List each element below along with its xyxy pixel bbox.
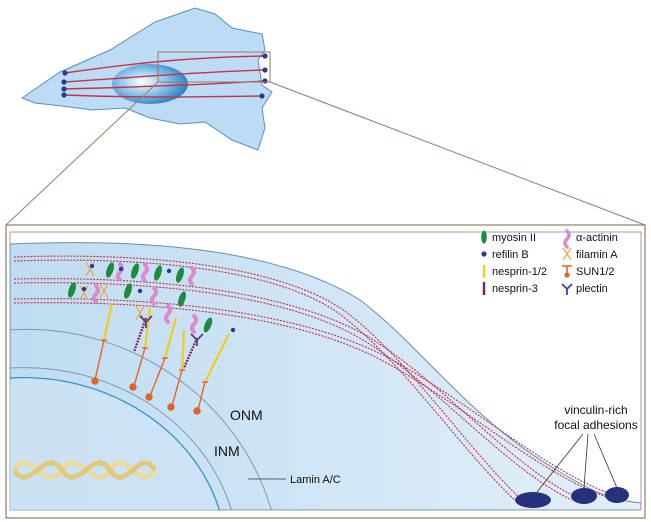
legend-nesprin-3: nesprin-3 [482, 282, 538, 295]
svg-text:filamin A: filamin A [576, 249, 618, 261]
fiber-ends [61, 53, 268, 99]
svg-text:α-actinin: α-actinin [576, 232, 618, 244]
inm-label: INM [214, 443, 240, 459]
focal-adhesion-label-1: vinculin-rich [564, 403, 627, 417]
legend: myosin II refilin B nesprin-1/2 nesprin-… [481, 229, 618, 295]
nuclear-envelope [10, 328, 272, 510]
legend-filamin-a: filamin A [562, 247, 618, 261]
legend-refilin-b: refilin B [481, 249, 529, 261]
actin-fiber-3 [13, 298, 618, 497]
focal-adhesion-pointers [536, 433, 618, 493]
nucleus [112, 64, 188, 104]
legend-plectin: plectin [561, 283, 608, 295]
legend-sun-1-2: SUN1/2 [562, 265, 615, 278]
cell-overview [20, 7, 273, 151]
refilin-b-group [81, 263, 236, 333]
svg-text:myosin II: myosin II [492, 232, 536, 244]
focal-adhesion-label-2: focal adhesions [554, 418, 637, 432]
actin-fibers [13, 255, 618, 504]
svg-text:nesprin-1/2: nesprin-1/2 [492, 266, 547, 278]
outer-nuclear-membrane [10, 328, 272, 510]
nesprin-1-2-group [102, 302, 230, 383]
myosin-ii-group [68, 262, 213, 333]
legend-nesprin-1-2: nesprin-1/2 [482, 265, 547, 278]
stress-fibers [63, 55, 266, 98]
svg-text:refilin B: refilin B [492, 249, 529, 261]
inner-nuclear-membrane [10, 367, 232, 510]
focal-adhesion-3 [605, 487, 629, 503]
dna-helix [11, 460, 158, 480]
sun-1-2-group [91, 339, 208, 415]
actin-fiber-1 [13, 255, 523, 501]
zoom-connector-left [5, 81, 159, 226]
svg-text:nesprin-3: nesprin-3 [492, 283, 538, 295]
lamina [10, 376, 220, 510]
zoom-box [157, 51, 271, 83]
zoom-connector-right [269, 81, 646, 226]
alpha-actinin-group [92, 262, 198, 334]
focal-adhesion-1 [515, 492, 551, 508]
legend-alpha-actinin: α-actinin [563, 229, 618, 249]
plectin-group [139, 315, 204, 346]
svg-text:plectin: plectin [576, 283, 608, 295]
svg-text:SUN1/2: SUN1/2 [576, 266, 615, 278]
nucleoplasm [10, 379, 219, 510]
legend-myosin-ii: myosin II [481, 230, 536, 244]
focal-adhesions [515, 487, 629, 508]
lamin-label: Lamin A/C [290, 474, 341, 486]
focal-adhesion-2 [571, 488, 597, 504]
nesprin-3-group [132, 317, 199, 369]
onm-label: ONM [230, 407, 263, 423]
actin-fiber-2 [13, 278, 577, 498]
